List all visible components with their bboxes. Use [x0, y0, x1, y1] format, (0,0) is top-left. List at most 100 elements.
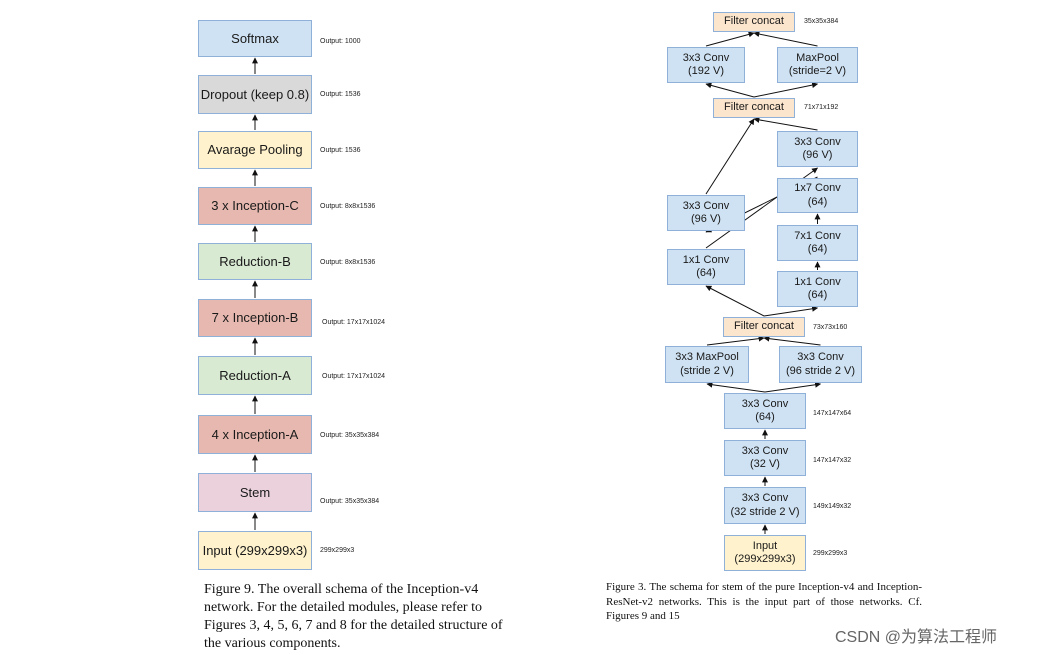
node-label: Input	[752, 539, 778, 552]
node-label: 3x3 Conv	[794, 135, 841, 148]
edge-r3-to-r1	[753, 31, 818, 47]
node-label: (299x299x3)	[734, 553, 796, 565]
edge-r4-to-r2	[705, 82, 755, 98]
node-r1: Filter concat	[713, 12, 795, 32]
edge-r11-to-r10	[763, 305, 819, 317]
output-shape-label: Output: 35x35x384	[320, 498, 380, 505]
node-label: 1x1 Conv	[682, 253, 730, 266]
node-l1: Softmax	[198, 20, 312, 57]
figure-9-caption: Figure 9. The overall schema of the Ince…	[204, 582, 503, 651]
output-shape-label: 73x73x160	[813, 324, 848, 331]
node-label: 1x7 Conv	[794, 182, 841, 195]
node-label: 3x3 Conv	[682, 51, 730, 64]
output-shape-label: Output: 17x17x1024	[322, 373, 386, 380]
node-label: Softmax	[231, 30, 279, 46]
output-shape-label: 71x71x192	[804, 104, 839, 111]
node-r17: Input(299x299x3)	[724, 535, 806, 571]
node-l4: 3 x Inception-C	[198, 187, 312, 225]
watermark: CSDN @为算法工程师	[835, 629, 998, 646]
node-label: 3x3 Conv	[741, 444, 789, 457]
output-shape-label: Output: 35x35x384	[320, 432, 380, 439]
node-r15: 3x3 Conv(32 V)	[724, 440, 806, 476]
edge-r14-to-r13	[764, 381, 822, 393]
node-label: (64)	[755, 411, 775, 423]
edge-r5-to-r4	[705, 118, 755, 195]
node-l6: 7 x Inception-B	[198, 299, 312, 337]
output-shape-label: Output: 8x8x1536	[320, 203, 376, 210]
node-label: (stride=2 V)	[788, 65, 847, 77]
node-label: 4 x Inception-A	[211, 426, 299, 442]
node-r12: 3x3 MaxPool(stride 2 V)	[665, 346, 749, 383]
node-label: (192 V)	[687, 65, 725, 77]
node-r14: 3x3 Conv(64)	[724, 393, 806, 429]
node-l3: Avarage Pooling	[198, 131, 312, 169]
node-l8: 4 x Inception-A	[198, 415, 312, 454]
node-label: (32 stride 2 V)	[730, 505, 800, 518]
output-shape-label: 299x299x3	[320, 547, 355, 554]
edge-r2-to-r1	[705, 31, 755, 47]
edge-r4-to-r3	[753, 82, 819, 98]
output-shape-label: 147x147x32	[813, 457, 852, 464]
node-label: 3x3 Conv	[741, 397, 789, 410]
node-r10: 1x1 Conv(64)	[777, 271, 858, 307]
edge-r11-to-r9	[705, 285, 765, 317]
node-label: (stride 2 V)	[680, 364, 734, 377]
node-r9: 1x1 Conv(64)	[667, 249, 745, 285]
node-label: (64)	[807, 289, 828, 301]
output-shape-label: 147x147x64	[813, 410, 852, 417]
edge-r13-to-r11	[763, 335, 821, 346]
output-shape-label: 149x149x32	[813, 503, 852, 510]
node-label: Dropout (keep 0.8)	[200, 86, 310, 102]
output-shape-label: 299x299x3	[813, 550, 848, 557]
edge-r14-to-r12	[706, 381, 766, 393]
node-label: MaxPool	[796, 51, 839, 64]
node-r7: 3x3 Conv(96 V)	[777, 131, 858, 167]
output-shape-label: Output: 1536	[320, 147, 361, 154]
node-label: 3x3 Conv	[797, 351, 844, 364]
node-label: (96 stride 2 V)	[785, 364, 856, 377]
node-r6: 1x7 Conv(64)	[777, 178, 858, 213]
node-label: 3x3 MaxPool	[675, 351, 739, 364]
node-label: 3 x Inception-C	[211, 198, 299, 214]
node-label: (64)	[807, 195, 828, 208]
node-label: 7x1 Conv	[794, 229, 841, 242]
node-l2: Dropout (keep 0.8)	[198, 75, 312, 114]
node-label: 1x1 Conv	[794, 275, 841, 288]
node-label: 3x3 Conv	[682, 199, 730, 212]
node-label: (96 V)	[802, 149, 833, 161]
output-shape-label: Output: 1536	[320, 91, 361, 98]
node-label: (64)	[807, 243, 828, 255]
node-r5: 3x3 Conv(96 V)	[667, 195, 745, 231]
node-label: Input (299x299x3)	[202, 542, 308, 558]
node-r11: Filter concat	[723, 317, 805, 337]
node-l7: Reduction-A	[198, 356, 312, 395]
node-label: Reduction-B	[219, 253, 291, 269]
node-label: 7 x Inception-B	[211, 310, 299, 326]
node-r4: Filter concat	[713, 98, 795, 118]
node-label: 3x3 Conv	[741, 492, 789, 505]
node-label: Filter concat	[734, 320, 794, 333]
output-shape-label: Output: 1000	[320, 38, 361, 45]
figure-3-caption: Figure 3. The schema for stem of the pur…	[606, 581, 922, 622]
node-l10: Input (299x299x3)	[198, 531, 312, 570]
node-label: Avarage Pooling	[207, 142, 303, 158]
node-label: (32 V)	[750, 458, 780, 470]
output-shape-label: 35x35x384	[804, 18, 839, 25]
node-label: Stem	[239, 484, 271, 500]
node-r16: 3x3 Conv(32 stride 2 V)	[724, 487, 806, 524]
output-shape-label: Output: 17x17x1024	[322, 319, 386, 326]
node-label: Reduction-A	[219, 367, 291, 383]
node-label: (64)	[696, 267, 716, 279]
node-r13: 3x3 Conv(96 stride 2 V)	[779, 346, 862, 383]
node-l9: Stem	[198, 473, 312, 512]
node-r3: MaxPool(stride=2 V)	[777, 47, 858, 83]
node-l5: Reduction-B	[198, 243, 312, 280]
node-r2: 3x3 Conv(192 V)	[667, 47, 745, 83]
output-shape-label: Output: 8x8x1536	[320, 259, 376, 266]
edge-r7-to-r4	[753, 116, 818, 131]
node-label: (96 V)	[691, 213, 721, 225]
node-label: Filter concat	[724, 15, 784, 28]
node-r8: 7x1 Conv(64)	[777, 225, 858, 261]
edge-r12-to-r11	[706, 335, 765, 346]
